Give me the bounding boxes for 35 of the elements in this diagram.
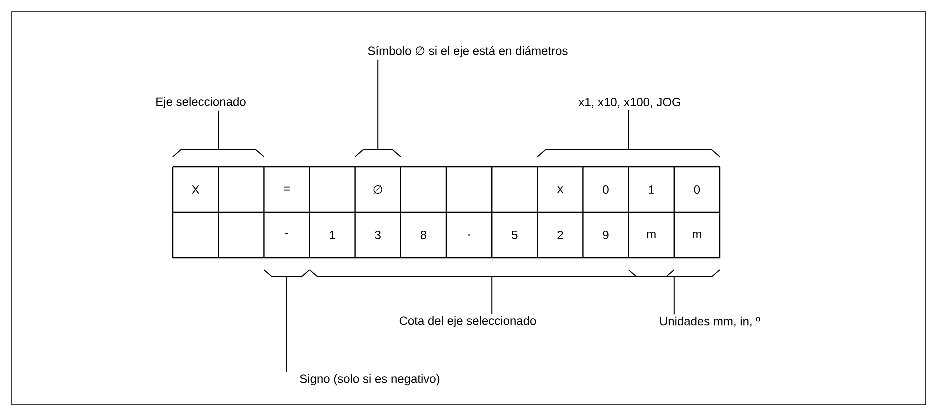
leader-line bbox=[628, 110, 630, 150]
cell-character: m bbox=[693, 232, 702, 238]
cell-character: 2 bbox=[558, 231, 564, 240]
callout-text: Eje seleccionado bbox=[156, 97, 246, 109]
leader-line bbox=[492, 276, 493, 315]
cell-character: - bbox=[286, 233, 288, 234]
cell-character: = bbox=[284, 186, 290, 191]
bracket bbox=[264, 270, 310, 278]
bracket bbox=[354, 150, 402, 158]
callout-text: Signo (solo si es negativo) bbox=[300, 374, 440, 386]
leader-line bbox=[218, 110, 220, 150]
cell-character: 3 bbox=[375, 230, 381, 240]
cell-character: 1 bbox=[330, 231, 336, 240]
callout-text: x1, x10, x100, JOG bbox=[578, 98, 680, 108]
bracket bbox=[309, 270, 675, 278]
cell-character: X bbox=[192, 186, 200, 194]
bracket bbox=[628, 270, 720, 278]
callout-text: Unidades mm, in, º bbox=[660, 316, 760, 328]
cell-character: 1 bbox=[649, 186, 654, 194]
cell-character: 8 bbox=[420, 230, 427, 240]
cell-character: m bbox=[647, 232, 656, 238]
cell-character: x bbox=[558, 186, 564, 193]
callout-text: Símbolo ∅ si el eje está en diámetros bbox=[368, 46, 568, 58]
leader-line bbox=[378, 59, 379, 150]
cell-character: 5 bbox=[512, 231, 518, 240]
cell-character: . bbox=[468, 234, 470, 236]
cell-character: 0 bbox=[694, 186, 700, 194]
cell-character: 0 bbox=[603, 186, 609, 194]
cell-character: 9 bbox=[603, 230, 609, 240]
bracket bbox=[537, 150, 720, 158]
bracket bbox=[172, 150, 265, 158]
leader-line bbox=[674, 276, 675, 316]
cell-character: ∅ bbox=[374, 185, 382, 194]
leader-line bbox=[286, 276, 288, 373]
callout-text: Cota del eje seleccionado bbox=[400, 316, 536, 328]
